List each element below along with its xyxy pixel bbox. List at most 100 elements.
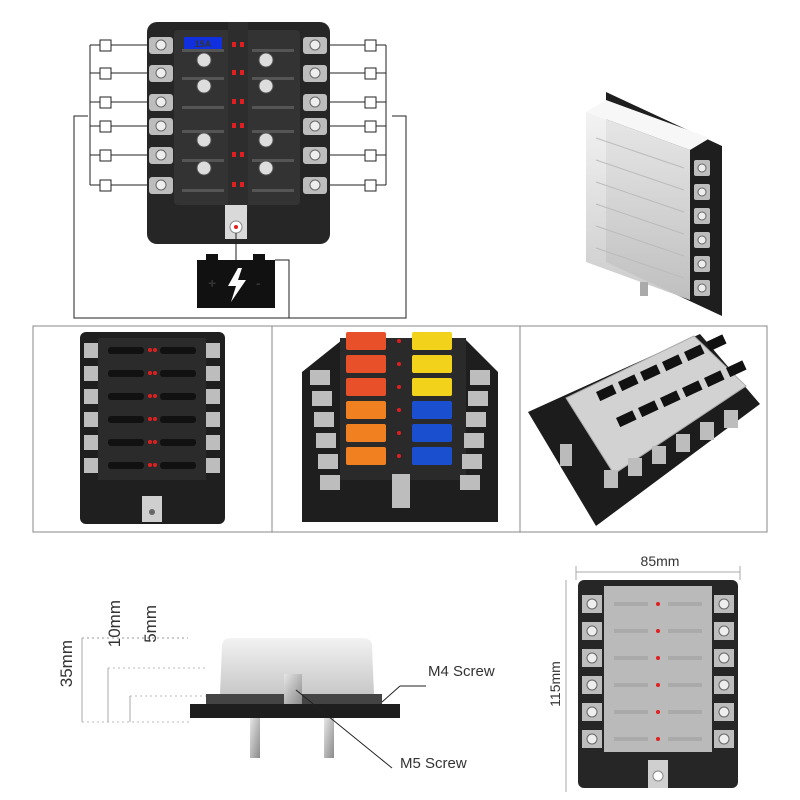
empty-fuse-box-photo [80, 332, 225, 524]
tv-slot-right-2 [668, 656, 702, 660]
p3-terminal-5 [724, 410, 738, 428]
profile-stud [284, 674, 302, 704]
mount-screw-2 [196, 78, 212, 94]
tv-led-3 [656, 683, 660, 687]
p3-terminal-4 [700, 422, 714, 440]
tv-screw-right-4 [718, 706, 730, 718]
connector-left-3 [99, 120, 112, 133]
led-left-4 [232, 152, 236, 157]
terminal-screw-right-4 [309, 149, 321, 161]
terminal-screw-right-1 [309, 67, 321, 79]
led-right-0 [240, 42, 244, 47]
dim-35mm: 35mm [57, 640, 76, 687]
fuse-slot-right-0 [252, 49, 294, 52]
fuse-label-15a: 15A [195, 39, 212, 49]
mount-screw-3 [258, 78, 274, 94]
p1-led-left-4 [148, 440, 152, 444]
center-rail [228, 22, 248, 212]
fuse-left-1 [346, 355, 386, 373]
cover-slot-3 [595, 203, 685, 235]
lid-cover-edge [565, 335, 747, 475]
p1-terminal-right-3 [206, 412, 220, 427]
p1-led-left-3 [148, 417, 152, 421]
width-85mm: 85mm [641, 553, 680, 569]
fuse-left-4 [346, 424, 386, 442]
tv-slot-left-1 [614, 629, 648, 633]
lid-photo-terminals [604, 410, 738, 488]
dim-10mm: 10mm [105, 600, 124, 647]
cover-slot-0 [595, 137, 685, 169]
tv-slot-left-2 [614, 656, 648, 660]
p1-terminal-right-4 [206, 435, 220, 450]
terminal-screw-right-3 [309, 120, 321, 132]
fuse-slot-left-2 [182, 106, 224, 109]
fuse-right-1 [412, 355, 452, 373]
lid-sticker-0-5 [705, 334, 727, 352]
p1-led-right-2 [153, 394, 157, 398]
p1-slot-right-1 [160, 370, 196, 377]
p1-slot-left-0 [108, 347, 144, 354]
p1-slot-left-2 [108, 393, 144, 400]
connector-right-4 [364, 149, 377, 162]
tv-slot-right-4 [668, 710, 702, 714]
led-left-0 [232, 42, 236, 47]
p1-slot-right-5 [160, 462, 196, 469]
terminal-screw-right-0 [309, 39, 321, 51]
fuse-slot-left-0 [182, 49, 224, 52]
tv-slot-left-0 [614, 602, 648, 606]
led-right-5 [240, 182, 244, 187]
tv-slot-right-1 [668, 629, 702, 633]
p2-terminal-left-1 [312, 391, 332, 406]
p2-led-4 [397, 431, 401, 435]
connector-right-2 [364, 96, 377, 109]
wiring-diagram: 15A + - [73, 22, 407, 319]
p1-terminal-right-1 [206, 366, 220, 381]
connector-right-5 [364, 179, 377, 192]
p2-terminal-left-4 [318, 454, 338, 469]
p1-led-left-0 [148, 348, 152, 352]
lid-sticker-0-1 [617, 374, 639, 392]
led-left-1 [232, 70, 236, 75]
p1-led-left-2 [148, 394, 152, 398]
fused-box-terminals [310, 370, 490, 490]
cover-terminal-screw-1 [697, 187, 707, 197]
fuse-slot-right-1 [252, 77, 294, 80]
mount-screw-7 [258, 160, 274, 176]
fuse-slot-right-3 [252, 130, 294, 133]
terminal-screw-right-2 [309, 96, 321, 108]
p1-terminal-right-5 [206, 458, 220, 473]
connector-left-0 [99, 39, 112, 52]
common-stud-mark [234, 225, 238, 229]
tv-slot-left-4 [614, 710, 648, 714]
p1-led-left-5 [148, 463, 152, 467]
photo-strip-border [32, 325, 768, 533]
tv-screw-left-0 [586, 598, 598, 610]
battery-plus-label: + [208, 275, 216, 291]
tv-slot-right-3 [668, 683, 702, 687]
cover-slot-5 [595, 247, 685, 279]
p1-terminal-right-0 [206, 343, 220, 358]
mount-screw-4 [196, 132, 212, 148]
p1-slot-left-5 [108, 462, 144, 469]
p1-led-right-0 [153, 348, 157, 352]
cover-terminal-screw-5 [697, 283, 707, 293]
fused-box-stud [392, 474, 410, 508]
battery-minus-label: - [256, 275, 261, 291]
tv-led-1 [656, 629, 660, 633]
p2-terminal-left-3 [316, 433, 336, 448]
mount-screw-0 [196, 52, 212, 68]
fuse-left-3 [346, 401, 386, 419]
fuse-left-0 [346, 332, 386, 350]
cover-top [586, 100, 710, 150]
led-right-2 [240, 99, 244, 104]
terminal-screw-left-3 [155, 120, 167, 132]
profile-cover [220, 638, 374, 694]
fuse-slot-left-5 [182, 189, 224, 192]
lid-sticker-1-4 [704, 370, 725, 388]
p1-terminal-left-5 [84, 458, 98, 473]
cover-slot-1 [595, 159, 685, 191]
terminal-screw-left-5 [155, 179, 167, 191]
p1-terminal-right-2 [206, 389, 220, 404]
connector-left-2 [99, 96, 112, 109]
terminal-screw-right-5 [309, 179, 321, 191]
